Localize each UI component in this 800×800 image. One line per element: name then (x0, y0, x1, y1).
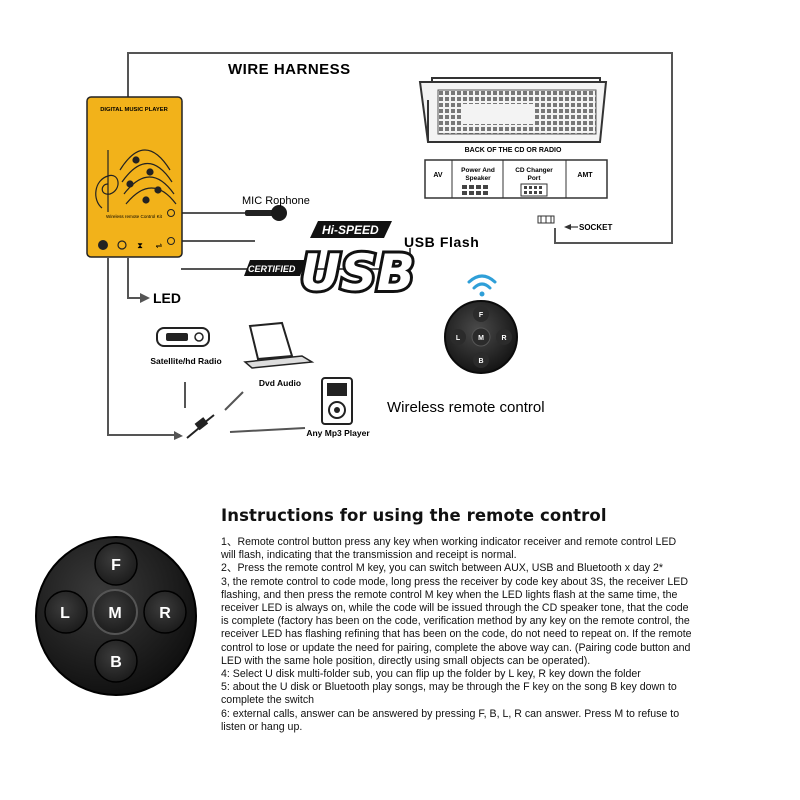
small-remote-key-f: F (479, 312, 484, 319)
digital-music-player: DIGITAL MUSIC PLAYER Wireless remote Con… (86, 96, 183, 258)
small-remote-key-b: B (478, 358, 483, 365)
instruction-line: complete the switch (221, 694, 315, 707)
radio-back-panel: BACK OF THE CD OR RADIO AV Power And Spe… (418, 77, 608, 199)
small-remote-key-l: L (456, 335, 461, 342)
dvd-audio-label: Dvd Audio (259, 378, 301, 388)
small-remote-key-m: M (478, 335, 484, 342)
port-av-label: AV (433, 172, 443, 179)
port-amt-label: AMT (577, 172, 593, 179)
usb-hi-speed-text: Hi-SPEED (322, 223, 379, 237)
back-of-radio-label: BACK OF THE CD OR RADIO (465, 147, 562, 154)
instruction-line: will flash, indicating that the transmis… (221, 549, 517, 562)
laptop-icon (243, 321, 315, 369)
instruction-line: listen or hang up. (221, 720, 303, 733)
usb-jack-icon (167, 237, 175, 245)
instruction-line: is complete (factory has been on the cod… (221, 615, 690, 628)
usb-logo: Hi-SPEED CERTIFIED USB (244, 221, 418, 305)
led-label: LED (153, 290, 181, 306)
socket-label: SOCKET (579, 223, 612, 232)
instruction-line: 1、Remote control button press any key wh… (221, 536, 677, 548)
instruction-line: LED with the same hole position, directl… (221, 654, 591, 667)
mp3-player-icon (321, 377, 353, 425)
led-arrow (140, 293, 150, 303)
socket-connector (537, 215, 578, 230)
aux-plug-icon (186, 414, 215, 439)
usb-certified-text: CERTIFIED (248, 264, 296, 274)
big-remote-key-b: B (110, 654, 122, 671)
instructions-section: Instructions for using the remote contro… (221, 506, 766, 734)
big-remote-key-f: F (111, 557, 121, 574)
player-port-icon (98, 240, 108, 250)
instructions-title: Instructions for using the remote contro… (221, 506, 607, 525)
instruction-line: flashing, and then press the remote cont… (221, 588, 678, 601)
port-power-label-1: Power And (461, 167, 495, 174)
instruction-line: receiver LED has flashing refining that … (221, 628, 692, 641)
music-notes-icon (95, 149, 177, 212)
port-power-label-2: Speaker (465, 175, 491, 182)
wireless-remote-large: F B L R M (35, 536, 197, 696)
mic-jack-icon (167, 209, 175, 217)
instruction-line: 5: about the U disk or Bluetooth play so… (221, 681, 677, 694)
microphone (245, 205, 287, 221)
satellite-label: Satellite/hd Radio (150, 356, 221, 366)
player-subtitle: Wireless remote Control Kit (106, 214, 163, 219)
instruction-line: 3, the remote control to code mode, long… (221, 575, 688, 588)
instruction-line: control to lose or update the need for p… (221, 641, 691, 654)
wire-harness-label: WIRE HARNESS (228, 61, 351, 78)
usb-flash-label: USB Flash (404, 234, 479, 250)
big-remote-key-r: R (159, 605, 171, 622)
usb-text: USB (300, 244, 415, 302)
instruction-line: 6: external calls, answer can be answere… (221, 707, 680, 720)
big-remote-key-l: L (60, 605, 70, 622)
usb-port-icon: ⇌ (156, 241, 163, 250)
wireless-remote-small: F B L R M (444, 274, 518, 374)
instruction-line: 2、Press the remote control M key, you ca… (221, 562, 664, 575)
cd-changer-port (520, 183, 548, 197)
wiring-diagram: WIRE HARNESS DIGITAL MUSIC PLAYER Wirele… (86, 52, 673, 440)
harness-arrow (174, 431, 183, 440)
player-led-icon (117, 240, 127, 250)
satellite-radio-icon (156, 327, 210, 347)
port-cd-label-2: Port (528, 175, 542, 182)
port-cd-label-1: CD Changer (515, 167, 553, 174)
wifi-signal-icon (467, 274, 497, 297)
mic-label: MIC Rophone (242, 195, 310, 207)
small-remote-key-r: R (501, 335, 506, 342)
big-remote-key-m: M (108, 605, 121, 622)
instruction-line: receiver LED is always on, while the cod… (221, 602, 689, 615)
wireless-remote-label: Wireless remote control (387, 399, 545, 416)
hourglass-icon: ⧗ (137, 241, 143, 250)
instruction-line: 4: Select U disk multi-folder sub, you c… (221, 668, 641, 681)
player-title: DIGITAL MUSIC PLAYER (100, 107, 168, 113)
mp3-player-label: Any Mp3 Player (306, 428, 370, 438)
